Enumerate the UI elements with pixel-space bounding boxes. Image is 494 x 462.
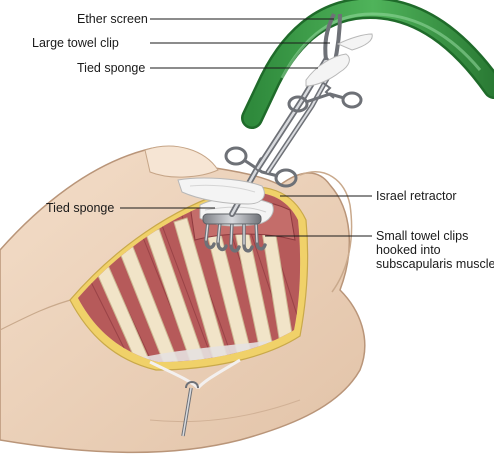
label-small-towel-clips-line1: Small towel clips <box>376 229 469 243</box>
label-tied-sponge-left: Tied sponge <box>46 201 115 215</box>
label-large-towel-clip: Large towel clip <box>32 36 119 50</box>
label-small-towel-clips-line2: hooked into <box>376 243 441 257</box>
label-israel-retractor: Israel retractor <box>376 189 457 203</box>
label-small-towel-clips: Small towel clips hooked into subscapula… <box>376 229 494 271</box>
label-ether-screen: Ether screen <box>77 12 148 26</box>
tied-sponge-top <box>305 33 373 87</box>
label-tied-sponge-top: Tied sponge <box>77 61 146 75</box>
leader-lines <box>120 18 372 237</box>
label-small-towel-clips-line3: subscapularis muscle <box>376 257 494 271</box>
lower-wound-clip <box>149 358 241 437</box>
ether-screen-tube <box>241 0 494 129</box>
tied-sponge-top-handle <box>177 177 265 205</box>
